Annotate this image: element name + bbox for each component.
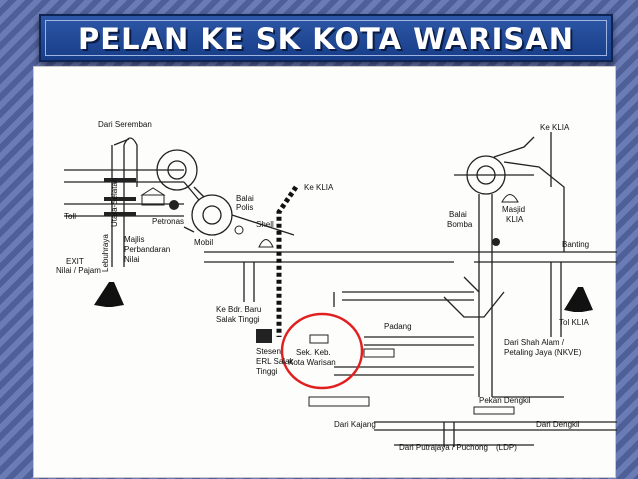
label-petronas: Petronas bbox=[152, 217, 184, 226]
label-ldp: (LDP) bbox=[496, 443, 517, 452]
label-exit: EXIT bbox=[66, 257, 84, 266]
label-toll-klia: Tol KLIA bbox=[559, 318, 589, 327]
label-nilai-pajam: Nilai / Pajam bbox=[56, 266, 101, 275]
label-mobil: Mobil bbox=[194, 238, 213, 247]
label-ke-klia-mid: Ke KLIA bbox=[304, 183, 334, 192]
main-roads bbox=[113, 132, 617, 447]
title-banner: PELAN KE SK KOTA WARISAN bbox=[39, 14, 613, 62]
map-panel: Dari Seremban Ke KLIA Ke KLIA Toll Utara… bbox=[33, 66, 617, 478]
label-perbandaran: Perbandaran bbox=[124, 245, 170, 254]
building-majlis-icon bbox=[140, 187, 166, 206]
label-balai-polis-1: Balai bbox=[236, 194, 254, 203]
label-dari-dengkil: Dari Dengkil bbox=[536, 420, 580, 429]
label-masjid-2: KLIA bbox=[506, 215, 524, 224]
roundabout-middle bbox=[191, 194, 233, 236]
school-highlight bbox=[280, 312, 364, 390]
page-title: PELAN KE SK KOTA WARISAN bbox=[78, 22, 574, 56]
petronas-icon bbox=[169, 200, 179, 210]
building-blocks bbox=[308, 348, 515, 415]
label-stesen-1: Stesen bbox=[256, 347, 281, 356]
label-banting: Banting bbox=[562, 240, 589, 249]
label-ke-klia-top: Ke KLIA bbox=[540, 123, 570, 132]
label-stesen-2: ERL Salak bbox=[256, 357, 295, 366]
roundabout-north bbox=[156, 149, 198, 191]
erl-rail-line bbox=[276, 185, 299, 337]
toll-icon-right bbox=[564, 287, 593, 312]
label-dari-shah-alam-2: Petaling Jaya (NKVE) bbox=[504, 348, 582, 357]
shell-icon bbox=[258, 239, 274, 248]
label-ke-bdr-baru: Ke Bdr. Baru bbox=[216, 305, 261, 314]
label-balai-polis-2: Polis bbox=[236, 203, 253, 212]
label-utara-selatan: Utara-Selatan bbox=[110, 178, 119, 227]
label-dari-seremban: Dari Seremban bbox=[98, 120, 152, 129]
banner-inner-border bbox=[45, 20, 607, 56]
label-masjid-1: Masjid bbox=[502, 205, 525, 214]
label-padang: Padang bbox=[384, 322, 412, 331]
label-sek-keb-1: Sek. Keb. bbox=[296, 348, 331, 357]
label-dari-shah-alam-1: Dari Shah Alam / bbox=[504, 338, 565, 347]
label-lebuhraya: Lebuhraya bbox=[101, 234, 110, 272]
route-map: Dari Seremban Ke KLIA Ke KLIA Toll Utara… bbox=[56, 120, 617, 452]
bomba-icon bbox=[492, 238, 500, 246]
label-salak-tinggi: Salak Tinggi bbox=[216, 315, 260, 324]
label-shell: Shell bbox=[256, 220, 274, 229]
label-sek-keb-2: Kota Warisan bbox=[288, 358, 336, 367]
balai-polis-icon bbox=[234, 225, 244, 235]
label-dari-putrajaya: Dari Putrajaya / Puchong bbox=[399, 443, 488, 452]
toll-icon-left bbox=[94, 282, 124, 307]
masjid-icon bbox=[501, 194, 519, 203]
label-dari-kajang: Dari Kajang bbox=[334, 420, 376, 429]
label-majlis: Majlis bbox=[124, 235, 144, 244]
label-toll-left: Toll bbox=[64, 212, 76, 221]
label-stesen-3: Tinggi bbox=[256, 367, 278, 376]
label-nilai-pb: Nilai bbox=[124, 255, 140, 264]
station-icon bbox=[256, 329, 272, 343]
label-pekan-dengkil: Pekan Dengkil bbox=[479, 396, 531, 405]
label-balai-bomba-2: Bomba bbox=[447, 220, 473, 229]
label-balai-bomba-1: Balai bbox=[449, 210, 467, 219]
